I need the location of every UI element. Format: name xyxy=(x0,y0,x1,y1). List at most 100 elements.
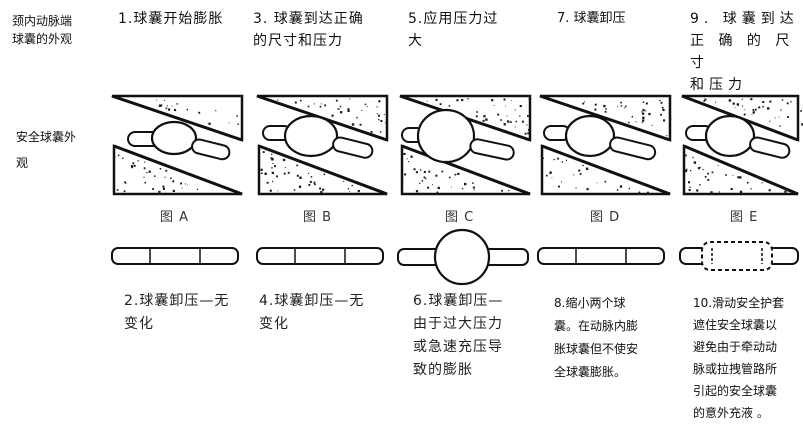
figure-label-e: 图 E xyxy=(730,210,759,225)
speckle xyxy=(319,105,322,108)
note-8-line-3: 胀球囊但不使安 xyxy=(554,342,639,356)
note-4-line-1: 4.球囊卸压—无 xyxy=(259,293,365,309)
speckle xyxy=(349,98,351,100)
speckle xyxy=(181,187,183,189)
speckle xyxy=(435,98,438,101)
note-8-line-2: 囊。在动脉内膨 xyxy=(554,319,639,333)
speckle xyxy=(384,122,386,124)
step-header-5-line-2: 大 xyxy=(408,33,423,49)
speckle xyxy=(707,172,709,175)
speckle xyxy=(666,135,668,137)
speckle xyxy=(645,110,647,112)
note-10: 10.滑动安全护套 遮住安全球囊以 避免由于牵动动 脉或拉拽管路所 引起的安全球… xyxy=(693,292,784,424)
speckle xyxy=(168,108,171,111)
speckle xyxy=(768,189,771,192)
speckles xyxy=(542,99,672,194)
speckle xyxy=(114,156,116,158)
speckle xyxy=(339,105,342,108)
speckle xyxy=(668,111,671,114)
speckle xyxy=(180,182,182,185)
speckle xyxy=(260,168,263,171)
speckle xyxy=(320,103,322,105)
step-header-1: 1.球囊开始膨胀 xyxy=(118,8,223,30)
wedge-bottom xyxy=(682,144,799,196)
speckle xyxy=(123,190,126,193)
speckle xyxy=(162,187,165,190)
safety-balloon-e-sheathed xyxy=(679,241,799,271)
speckle xyxy=(322,188,325,191)
speckle xyxy=(728,99,732,102)
speckle xyxy=(741,98,743,100)
speckle xyxy=(575,187,577,189)
speckle xyxy=(419,182,421,184)
speckle xyxy=(383,114,385,116)
speckle xyxy=(260,173,262,174)
speckle xyxy=(527,115,529,117)
speckle xyxy=(172,180,175,183)
speckle xyxy=(448,176,451,179)
speckles xyxy=(402,98,531,194)
speckle xyxy=(156,99,158,101)
balloon-catheter xyxy=(543,114,657,161)
speckle xyxy=(143,176,145,178)
speckle xyxy=(742,105,744,107)
speckle xyxy=(688,181,691,184)
speckle xyxy=(415,171,418,174)
speckle xyxy=(472,182,474,184)
speckle xyxy=(710,191,713,194)
speckle xyxy=(503,98,506,101)
speckle xyxy=(565,159,568,161)
speckle xyxy=(428,170,431,173)
wedge-bottom xyxy=(540,144,671,196)
speckle xyxy=(347,188,350,190)
speckle xyxy=(594,108,597,111)
speckle xyxy=(320,191,323,194)
speckle xyxy=(116,189,119,191)
speckle xyxy=(283,172,286,175)
speckle xyxy=(284,166,286,168)
speckle xyxy=(464,182,467,186)
speckle xyxy=(403,152,406,155)
speckle xyxy=(309,180,312,183)
speckle xyxy=(271,167,273,169)
speckle xyxy=(689,186,691,188)
speckle xyxy=(659,99,661,102)
speckle xyxy=(366,106,368,107)
speckle xyxy=(307,105,310,108)
speckle xyxy=(427,186,430,189)
speckle xyxy=(184,183,186,185)
speckle xyxy=(624,107,626,109)
note-10-line-4: 脉或拉拽管路所 xyxy=(693,362,778,376)
speckle xyxy=(750,188,752,190)
speckle xyxy=(294,101,297,104)
speckle xyxy=(497,113,500,116)
speckle xyxy=(507,120,510,123)
speckle xyxy=(343,180,345,182)
speckle xyxy=(228,122,230,124)
speckle xyxy=(779,125,781,127)
speckle xyxy=(476,111,478,113)
speckle xyxy=(137,160,139,162)
speckle xyxy=(616,189,619,191)
speckle xyxy=(651,124,653,126)
speckle xyxy=(379,131,382,133)
speckle xyxy=(196,188,199,190)
speckle xyxy=(767,107,770,110)
note-8-line-1: 8.缩小两个球 xyxy=(554,296,626,310)
speckle xyxy=(485,118,488,121)
speckle xyxy=(159,168,162,170)
speckle xyxy=(215,110,217,112)
speckle xyxy=(704,98,707,101)
speckle xyxy=(754,108,757,111)
note-6-line-1: 6.球囊卸压— xyxy=(413,293,504,309)
speckle xyxy=(319,187,322,190)
wedge-bottom xyxy=(257,144,388,196)
speckle xyxy=(436,191,439,194)
step-header-9-line-1: 9. 球囊到达 xyxy=(690,11,799,27)
speckle xyxy=(692,156,694,159)
speckle xyxy=(323,173,326,176)
speckle xyxy=(690,170,692,172)
speckle xyxy=(693,161,697,164)
note-10-line-3: 避免由于牵动动 xyxy=(693,340,778,354)
speckle xyxy=(758,177,761,180)
